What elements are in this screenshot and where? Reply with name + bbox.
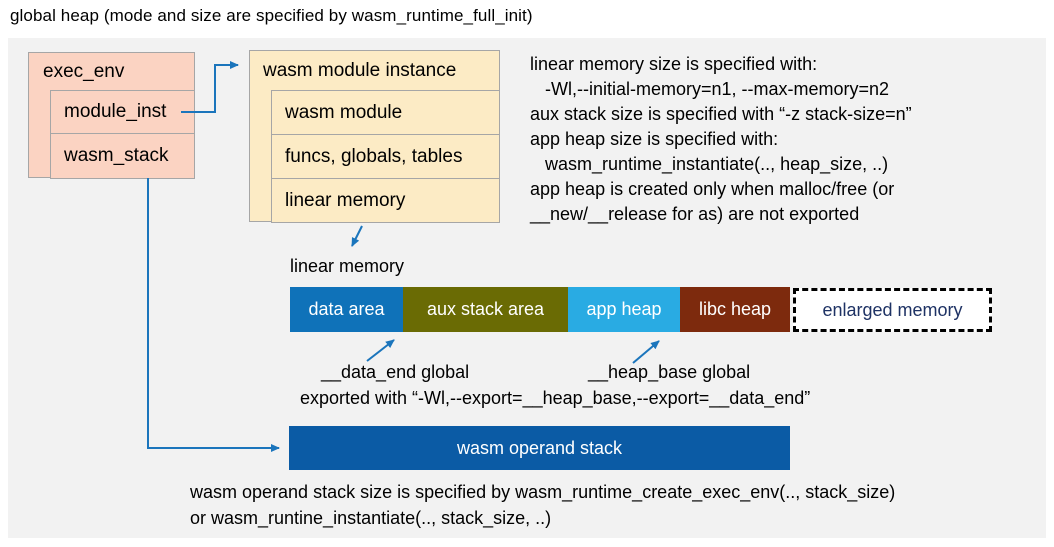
segment-enlarged-memory: enlarged memory	[793, 288, 992, 332]
footer-line: wasm operand stack size is specified by …	[190, 482, 896, 502]
exec-env-box: exec_env module_inst wasm_stack	[28, 52, 195, 179]
data-end-global-label: __data_end global	[321, 362, 470, 382]
module-instance-row-funcs-globals-tables: funcs, globals, tables	[271, 134, 500, 179]
segment-aux-stack-area: aux stack area	[403, 287, 568, 332]
module-instance-box: wasm module instance wasm module funcs, …	[249, 50, 500, 223]
export-note: exported with “-Wl,--export=__heap_base,…	[300, 388, 811, 408]
note-line: wasm_runtime_instantiate(.., heap_size, …	[530, 154, 889, 174]
note-line: linear memory size is specified with:	[530, 54, 818, 74]
note-line: -Wl,--initial-memory=n1, --max-memory=n2	[530, 79, 890, 99]
module-instance-row-wasm-module: wasm module	[271, 90, 500, 135]
module-instance-row-linear-memory: linear memory	[271, 178, 500, 223]
segment-app-heap: app heap	[568, 287, 680, 332]
exec-env-title: exec_env	[43, 61, 125, 82]
linear-memory-label: linear memory	[290, 256, 405, 276]
heap-base-global-label: __heap_base global	[588, 362, 751, 382]
note-line: __new/__release for as) are not exported	[530, 204, 860, 224]
segment-data-area: data area	[290, 287, 403, 332]
memory-size-notes: linear memory size is specified with: -W…	[530, 52, 912, 227]
footer-note: wasm operand stack size is specified by …	[190, 479, 895, 531]
operand-stack-bar: wasm operand stack	[289, 426, 790, 470]
footer-line: or wasm_runtine_instantiate(.., stack_si…	[190, 508, 552, 528]
diagram-title: global heap (mode and size are specified…	[10, 6, 533, 25]
exec-env-row-wasm-stack: wasm_stack	[50, 133, 195, 179]
segment-libc-heap: libc heap	[680, 287, 790, 332]
note-line: aux stack size is specified with “-z sta…	[530, 104, 912, 124]
exec-env-row-module-inst: module_inst	[50, 90, 195, 134]
note-line: app heap size is specified with:	[530, 129, 779, 149]
note-line: app heap is created only when malloc/fre…	[530, 179, 895, 199]
module-instance-title: wasm module instance	[263, 60, 457, 81]
